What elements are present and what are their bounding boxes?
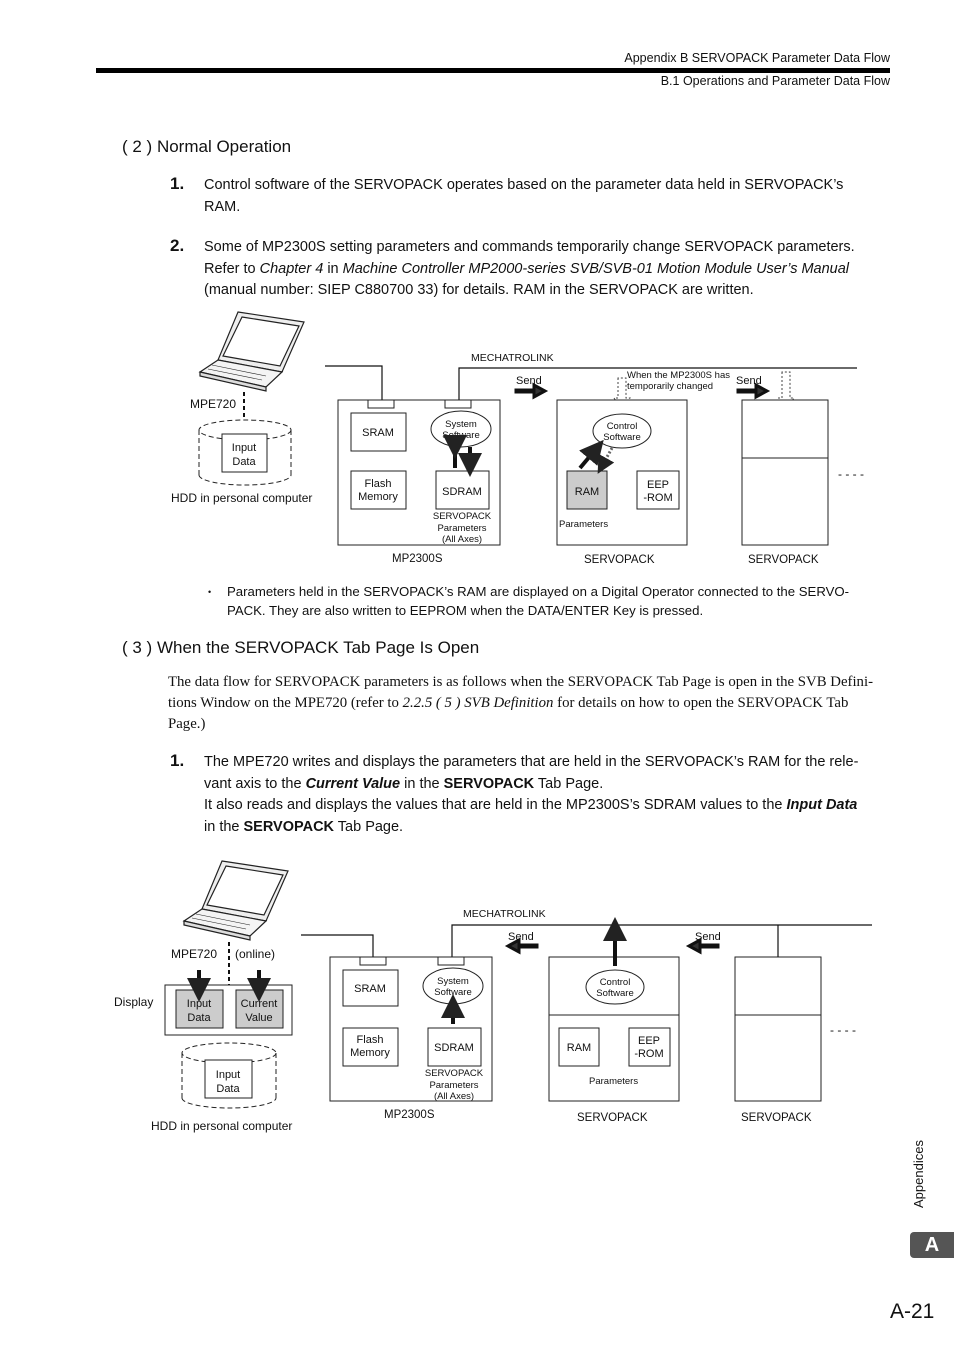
svg-text:Parameters: Parameters <box>429 1080 478 1091</box>
svg-text:SERVOPACK: SERVOPACK <box>748 554 819 566</box>
svg-text:Memory: Memory <box>358 491 398 503</box>
svg-text:Current: Current <box>241 998 278 1010</box>
svg-text:Software: Software <box>442 430 480 441</box>
svg-text:System: System <box>437 976 469 987</box>
section-paragraph: The data flow for SERVOPACK parameters i… <box>168 674 873 732</box>
svg-text:Flash: Flash <box>357 1034 384 1046</box>
svg-text:SERVOPACK: SERVOPACK <box>433 511 492 522</box>
svg-text:SRAM: SRAM <box>354 983 386 995</box>
svg-text:EEP: EEP <box>647 479 669 491</box>
svg-text:Input: Input <box>187 998 211 1010</box>
svg-text:Flash: Flash <box>365 478 392 490</box>
laptop-icon <box>182 860 289 941</box>
page-number: A-21 <box>890 1300 935 1323</box>
svg-text:- - - -: - - - - <box>838 467 864 481</box>
svg-text:Input: Input <box>216 1069 240 1081</box>
display-label: Display <box>114 995 153 1009</box>
svg-text:Control: Control <box>607 421 638 432</box>
laptop-icon <box>198 311 305 392</box>
hdd-label: HDD in personal computer <box>171 491 312 505</box>
svg-text:Parameters: Parameters <box>589 1076 638 1087</box>
appendix-tab-badge: A <box>910 1232 954 1258</box>
svg-text:Parameters: Parameters <box>437 523 486 534</box>
svg-text:-ROM: -ROM <box>643 492 672 504</box>
svg-text:When the MP2300S has: When the MP2300S has <box>627 370 730 381</box>
svg-text:HDD in personal computer: HDD in personal computer <box>151 1119 292 1133</box>
step-text: Some of MP2300S setting parameters and c… <box>204 239 855 298</box>
data-flow-diagram-normal-operation: MPE720 Input Data HDD in personal comput… <box>171 311 864 566</box>
svg-text:Data: Data <box>187 1012 211 1024</box>
svg-text:MPE720: MPE720 <box>171 947 217 961</box>
step-text: The MPE720 writes and displays the param… <box>204 754 859 835</box>
mechatrolink-label: MECHATROLINK <box>471 352 554 364</box>
svg-text:-ROM: -ROM <box>634 1048 663 1060</box>
svg-text:(All Axes): (All Axes) <box>434 1091 474 1102</box>
svg-text:Data: Data <box>232 456 256 468</box>
svg-text:Data: Data <box>216 1083 240 1095</box>
svg-text:SERVOPACK: SERVOPACK <box>584 554 655 566</box>
svg-text:(All Axes): (All Axes) <box>442 534 482 545</box>
svg-text:SERVOPACK: SERVOPACK <box>741 1112 812 1124</box>
svg-text:MP2300S: MP2300S <box>384 1109 435 1121</box>
sram-label: SRAM <box>362 427 394 439</box>
svg-text:SDRAM: SDRAM <box>434 1042 474 1054</box>
section-heading-servopack-tab: ( 3 ) When the SERVOPACK Tab Page Is Ope… <box>122 638 480 657</box>
side-label-appendices: Appendices <box>911 1140 926 1208</box>
svg-text:Software: Software <box>596 988 634 999</box>
svg-text:Memory: Memory <box>350 1047 390 1059</box>
step-number: 1. <box>170 174 185 193</box>
section-heading-normal-operation: ( 2 ) Normal Operation <box>122 137 292 156</box>
svg-text:SERVOPACK: SERVOPACK <box>577 1112 648 1124</box>
data-flow-diagram-servopack-tab: MPE720 (online) Display Input Data Curre… <box>114 860 872 1133</box>
svg-text:RAM: RAM <box>575 486 599 498</box>
input-data-label: Input <box>232 442 256 454</box>
svg-text:System: System <box>445 419 477 430</box>
svg-text:Software: Software <box>603 432 641 443</box>
mpe720-label: MPE720 <box>190 397 236 411</box>
svg-text:Parameters: Parameters <box>559 519 608 530</box>
step-number: 1. <box>170 751 185 770</box>
bullet-text: Parameters held in the SERVOPACK’s RAM a… <box>227 584 850 618</box>
svg-text:temporarily changed: temporarily changed <box>627 381 713 392</box>
running-header-chapter: Appendix B SERVOPACK Parameter Data Flow <box>624 51 890 65</box>
svg-text:Send: Send <box>516 375 542 387</box>
svg-text:Value: Value <box>245 1012 272 1024</box>
svg-text:MECHATROLINK: MECHATROLINK <box>463 908 546 920</box>
svg-text:SDRAM: SDRAM <box>442 486 482 498</box>
header-rule <box>96 68 890 73</box>
running-header-section: B.1 Operations and Parameter Data Flow <box>660 74 890 88</box>
svg-text:Control: Control <box>600 977 631 988</box>
svg-text:- - - -: - - - - <box>830 1023 856 1037</box>
svg-text:(online): (online) <box>235 947 275 961</box>
mp2300s-label: MP2300S <box>392 553 443 565</box>
svg-text:SERVOPACK: SERVOPACK <box>425 1068 484 1079</box>
svg-text:Send: Send <box>508 931 534 943</box>
step-number: 2. <box>170 236 185 255</box>
bullet-mark: • <box>208 587 212 597</box>
svg-text:EEP: EEP <box>638 1035 660 1047</box>
step-text: Control software of the SERVOPACK operat… <box>204 177 844 215</box>
svg-text:RAM: RAM <box>567 1042 591 1054</box>
svg-text:Software: Software <box>434 987 472 998</box>
